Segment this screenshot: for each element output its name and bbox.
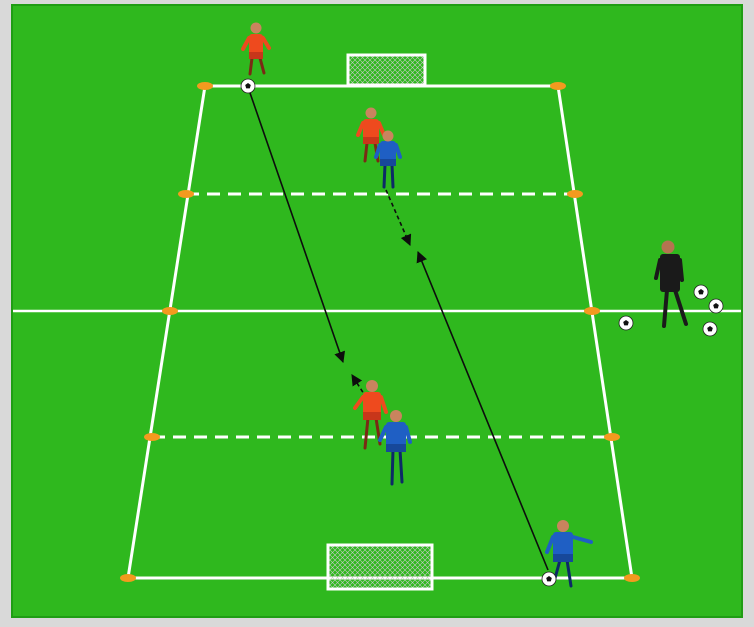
cone [584, 307, 600, 315]
cone [604, 433, 620, 441]
ball-blue-player [542, 572, 556, 586]
spare-ball [703, 322, 717, 336]
cone [120, 574, 136, 582]
spare-ball [694, 285, 708, 299]
cone [624, 574, 640, 582]
spare-ball [709, 299, 723, 313]
bottom-goal [328, 545, 432, 589]
spare-ball [619, 316, 633, 330]
ball-red-player [241, 79, 255, 93]
cone [178, 190, 194, 198]
cone [197, 82, 213, 90]
cone [162, 307, 178, 315]
cone [144, 433, 160, 441]
cone [567, 190, 583, 198]
cone [550, 82, 566, 90]
top-goal [348, 55, 425, 85]
